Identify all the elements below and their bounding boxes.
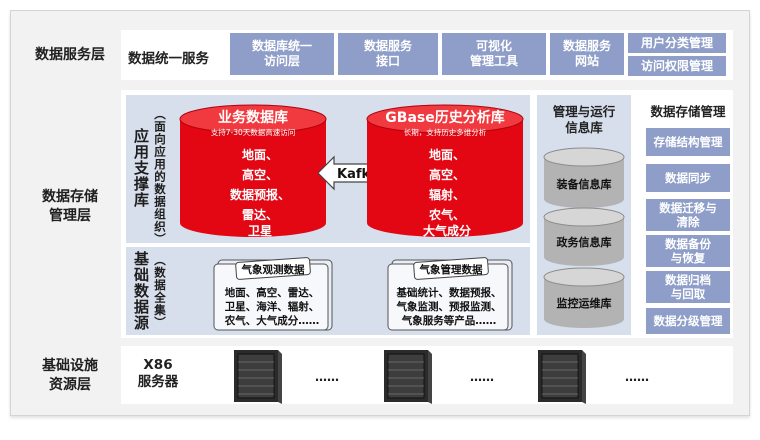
data-migration-cleanup: 数据迁移与清除: [646, 199, 730, 231]
monitoring-db-cylinder: 监控运维库: [544, 268, 624, 328]
ops-title-line2: 信息库: [537, 120, 631, 136]
business-db-cylinder: 业务数据库 支持7-30天数据高速访问 地面、 高空、 数据预报、 雷达、 卫星: [178, 101, 328, 241]
service-box-api: 数据服务接口: [338, 33, 438, 75]
obs-data-line-3: 农气、大气成分……: [224, 314, 320, 327]
biz-db-item-1: 地面、: [242, 147, 278, 162]
gbase-db-item-4: 农气、: [428, 207, 465, 222]
mgmt-data-tag: 气象管理数据: [419, 263, 483, 276]
data-archive-retrieve: 数据归档与回取: [646, 271, 730, 303]
mgmt-data-line-2: 气象监测、预报监测、: [396, 300, 502, 313]
biz-db-title: 业务数据库: [218, 109, 288, 126]
service-box-api-line1: 数据服务: [364, 39, 412, 54]
ops-title-line1: 管理与运行: [537, 104, 631, 120]
user-category-mgmt: 用户分类管理: [628, 33, 726, 53]
server-rack-icon: [232, 348, 284, 404]
gbase-db-subtitle: 长期，支持历史多维分析: [404, 127, 487, 137]
layer-title-service: 数据服务层: [20, 46, 120, 65]
obs-data-line-1: 地面、高空、雷达、: [225, 286, 320, 299]
server-rack-icon: [536, 348, 588, 404]
data-sync: 数据同步: [646, 164, 730, 192]
server-ellipsis-2: ……: [470, 370, 494, 384]
mgmt-data-doc: 气象管理数据 基础统计、数据预报、 气象监测、预报监测、 气象服务等产品……: [384, 254, 520, 334]
biz-db-item-3: 数据预报、: [230, 187, 290, 202]
layer-title-storage: 数据存储 管理层: [20, 188, 120, 226]
base-source-subtitle: （数据全集）: [152, 254, 168, 329]
data-backup-restore: 数据备份与恢复: [646, 235, 730, 267]
base-source-title: 基础数据源: [131, 251, 152, 331]
server-ellipsis-1: ……: [315, 370, 339, 384]
layer-title-infra-line2: 资源层: [20, 376, 120, 395]
access-permission-mgmt: 访问权限管理: [628, 56, 726, 76]
service-box-visual-tools-line2: 管理工具: [470, 54, 518, 69]
data-backup-line1: 数据备份: [665, 237, 711, 251]
x86-label-line2: 服务器: [128, 374, 188, 391]
biz-db-item-5: 卫星: [248, 224, 272, 238]
mgmt-data-line-3: 气象服务等产品……: [401, 314, 497, 327]
app-support-subtitle: （面向应用的数据组织）: [152, 108, 168, 246]
app-support-title: 应用支撑库: [131, 128, 152, 208]
biz-db-item-4: 雷达、: [242, 207, 278, 222]
service-box-db-access-line1: 数据库统一: [252, 39, 312, 54]
data-migration-line1: 数据迁移与: [659, 201, 717, 215]
data-migration-line2: 清除: [659, 215, 717, 229]
x86-label-line1: X86: [128, 357, 188, 374]
layer-title-storage-line2: 管理层: [20, 207, 120, 226]
government-db-label: 政务信息库: [557, 235, 612, 249]
biz-db-item-2: 高空、: [242, 167, 278, 182]
monitoring-db-label: 监控运维库: [557, 296, 612, 310]
service-box-visual-tools-line1: 可视化: [470, 39, 518, 54]
obs-data-tag: 气象观测数据: [241, 263, 305, 276]
storage-structure-mgmt: 存储结构管理: [646, 128, 730, 156]
government-db-cylinder: 政务信息库: [544, 208, 624, 266]
layer-title-infra: 基础设施 资源层: [20, 357, 120, 395]
unified-service-label: 数据统一服务: [128, 47, 209, 67]
obs-data-doc: 气象观测数据 地面、高空、雷达、 卫星、海洋、辐射、 农气、大气成分……: [210, 254, 340, 334]
gbase-db-cylinder: GBase历史分析库 长期，支持历史多维分析 地面、 高空、 辐射、 农气、 大…: [365, 101, 525, 241]
service-box-db-access-line2: 访问层: [252, 54, 312, 69]
mgmt-data-line-1: 基础统计、数据预报、: [396, 286, 502, 299]
service-box-visual-tools: 可视化管理工具: [442, 33, 546, 75]
storage-mgmt-title: 数据存储管理: [640, 101, 736, 120]
obs-data-line-2: 卫星、海洋、辐射、: [225, 300, 320, 313]
service-box-website-line2: 网站: [563, 54, 611, 69]
equipment-db-cylinder: 装备信息库: [544, 148, 624, 208]
biz-db-subtitle: 支持7-30天数据高速访问: [211, 127, 296, 137]
data-tier-mgmt: 数据分级管理: [646, 308, 730, 334]
ops-db-stack: 装备信息库 政务信息库 监控运维库: [543, 145, 625, 335]
server-ellipsis-3: ……: [625, 370, 649, 384]
equipment-db-label: 装备信息库: [556, 177, 612, 191]
service-box-website-line1: 数据服务: [563, 39, 611, 54]
server-rack-icon: [382, 348, 434, 404]
layer-title-storage-line1: 数据存储: [20, 188, 120, 207]
x86-server-label: X86 服务器: [128, 357, 188, 391]
gbase-db-item-2: 高空、: [429, 167, 465, 182]
data-backup-line2: 与恢复: [665, 251, 711, 265]
data-archive-line2: 与回取: [665, 287, 711, 301]
gbase-db-title: GBase历史分析库: [385, 109, 504, 126]
data-archive-line1: 数据归档: [665, 273, 711, 287]
layer-title-infra-line1: 基础设施: [20, 357, 120, 376]
gbase-db-item-5: 大气成分: [423, 223, 471, 238]
gbase-db-item-1: 地面、: [429, 147, 465, 162]
service-box-db-access: 数据库统一访问层: [230, 33, 334, 75]
ops-title: 管理与运行 信息库: [537, 104, 631, 136]
service-box-website: 数据服务网站: [550, 33, 624, 75]
service-box-api-line2: 接口: [364, 54, 412, 69]
gbase-db-item-3: 辐射、: [429, 187, 465, 202]
